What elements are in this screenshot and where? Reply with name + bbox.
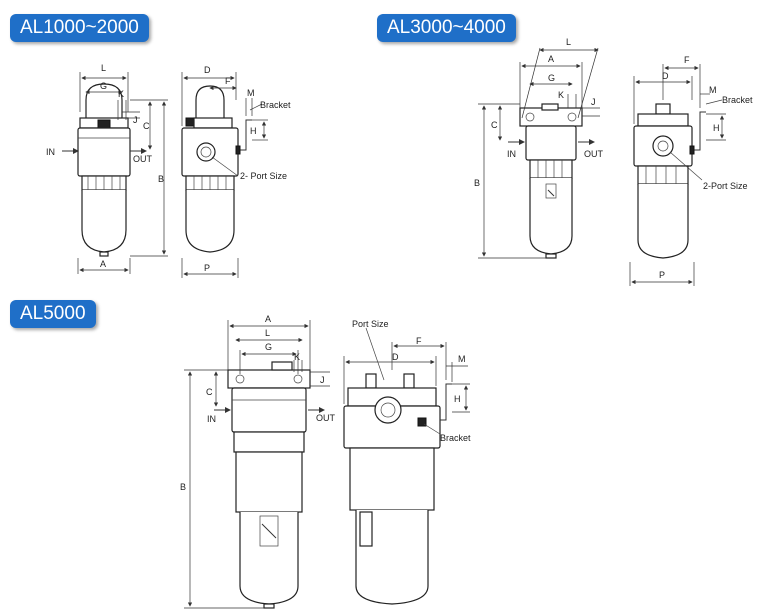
label-C-3: C [206, 387, 213, 397]
label-G-1: G [100, 81, 107, 91]
label-F-2: F [684, 55, 690, 65]
label-M-1: M [247, 88, 255, 98]
label-in-2: IN [507, 149, 516, 159]
label-M-2: M [709, 85, 717, 95]
label-C-1: C [143, 121, 150, 131]
label-F-3: F [416, 336, 422, 346]
label-K-2: K [558, 90, 564, 100]
label-D-3: D [392, 352, 399, 362]
label-A-1: A [100, 259, 106, 269]
label-K-1: K [118, 89, 124, 99]
label-H-3: H [454, 394, 461, 404]
label-out-2: OUT [584, 149, 604, 159]
al5000-front-view [184, 320, 330, 609]
title-badge-al5000: AL5000 [10, 300, 96, 328]
al5000-side-view [343, 327, 470, 605]
label-L-3: L [265, 328, 270, 338]
label-out-3: OUT [316, 413, 336, 423]
al3000-side-view [629, 64, 726, 286]
label-bracket-2: Bracket [722, 95, 753, 105]
label-in-3: IN [207, 414, 216, 424]
al1000-side-view [181, 72, 268, 278]
label-C-2: C [491, 120, 498, 130]
label-port-size: Port Size [352, 319, 389, 329]
label-L-1: L [101, 63, 106, 73]
label-P-2: P [659, 270, 665, 280]
label-G-2: G [548, 73, 555, 83]
label-2-port-size-2: 2-Port Size [703, 181, 748, 191]
label-M-3: M [458, 354, 466, 364]
title-badge-al1000-2000: AL1000~2000 [10, 14, 149, 42]
label-in-1: IN [46, 147, 55, 157]
label-B-3: B [180, 482, 186, 492]
label-2-port-size-1: 2- Port Size [240, 171, 287, 181]
label-P-1: P [204, 263, 210, 273]
al3000-front-view [478, 47, 600, 259]
label-D-2: D [662, 71, 669, 81]
label-K-3: K [294, 352, 300, 362]
label-J-2: J [591, 97, 596, 107]
label-bracket-1: Bracket [260, 100, 291, 110]
label-B-2: B [474, 178, 480, 188]
label-G-3: G [265, 342, 272, 352]
al1000-front-view [62, 72, 168, 274]
label-L-2: L [566, 37, 571, 47]
label-out-1: OUT [133, 154, 153, 164]
label-A-2: A [548, 54, 554, 64]
label-J-1: J [133, 115, 138, 125]
label-H-1: H [250, 126, 257, 136]
title-badge-al3000-4000: AL3000~4000 [377, 14, 516, 42]
label-F-1: F [225, 76, 231, 86]
label-J-3: J [320, 375, 325, 385]
label-D-1: D [204, 65, 211, 75]
label-bracket-3: Bracket [440, 433, 471, 443]
label-A-3: A [265, 314, 271, 324]
label-B-1: B [158, 174, 164, 184]
label-H-2: H [713, 123, 720, 133]
